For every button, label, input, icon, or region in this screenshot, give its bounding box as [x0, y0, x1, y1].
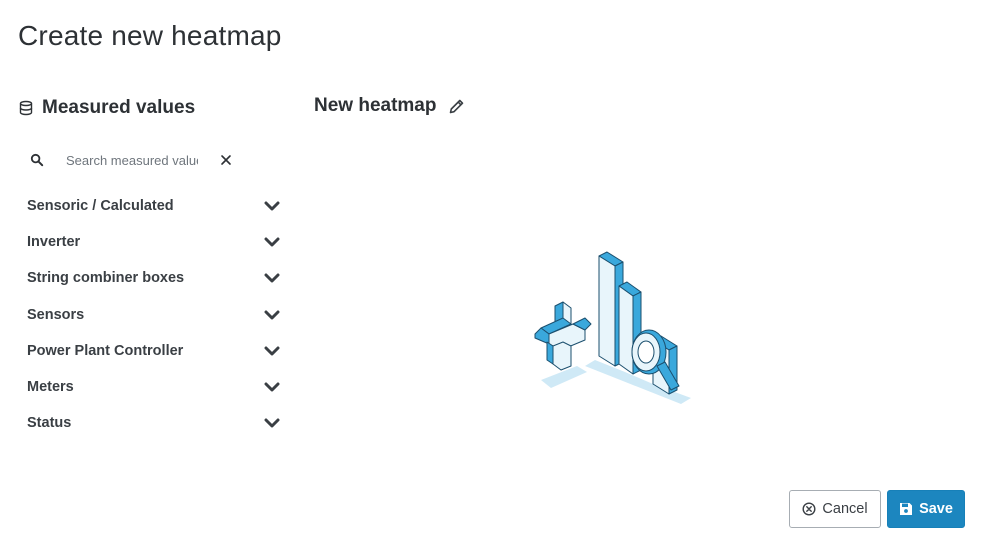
- category-sensoric-calculated[interactable]: Sensoric / Calculated: [18, 188, 280, 224]
- floppy-disk-icon: [899, 502, 913, 516]
- category-label: Sensors: [27, 306, 85, 323]
- category-list: Sensoric / Calculated Inverter String co…: [18, 188, 280, 441]
- chevron-down-icon: [264, 309, 280, 321]
- chevron-down-icon: [264, 417, 280, 429]
- category-label: Meters: [27, 379, 74, 396]
- cancel-circle-icon: [802, 502, 816, 516]
- save-button-label: Save: [919, 501, 953, 517]
- page-title: Create new heatmap: [18, 20, 282, 51]
- chevron-down-icon: [264, 236, 280, 248]
- cancel-button-label: Cancel: [822, 501, 868, 517]
- category-inverter[interactable]: Inverter: [18, 224, 280, 260]
- search-box: [18, 144, 243, 176]
- chevron-down-icon: [264, 272, 280, 284]
- category-status[interactable]: Status: [18, 405, 280, 441]
- measured-values-panel: Measured values Sensoric / Calculated In…: [18, 94, 280, 441]
- search-input[interactable]: [66, 152, 198, 168]
- category-string-combiner-boxes[interactable]: String combiner boxes: [18, 260, 280, 296]
- measured-values-title: Measured values: [42, 97, 196, 118]
- search-icon: [30, 153, 44, 167]
- heatmap-name: New heatmap: [314, 95, 437, 116]
- cancel-button[interactable]: Cancel: [789, 490, 881, 528]
- empty-state-illustration: [525, 248, 695, 406]
- category-label: String combiner boxes: [27, 270, 185, 287]
- category-sensors[interactable]: Sensors: [18, 297, 280, 333]
- category-power-plant-controller[interactable]: Power Plant Controller: [18, 333, 280, 369]
- heatmap-header: New heatmap: [314, 95, 465, 117]
- category-label: Status: [27, 415, 72, 432]
- chevron-down-icon: [264, 345, 280, 357]
- measured-values-header: Measured values: [18, 94, 280, 122]
- chevron-down-icon: [264, 200, 280, 212]
- chevron-down-icon: [264, 381, 280, 393]
- category-meters[interactable]: Meters: [18, 369, 280, 405]
- category-label: Sensoric / Calculated: [27, 198, 174, 215]
- close-icon[interactable]: [220, 154, 232, 166]
- save-button[interactable]: Save: [887, 490, 965, 528]
- pencil-icon[interactable]: [448, 98, 465, 115]
- database-icon: [18, 100, 34, 116]
- category-label: Inverter: [27, 234, 81, 251]
- category-label: Power Plant Controller: [27, 342, 184, 359]
